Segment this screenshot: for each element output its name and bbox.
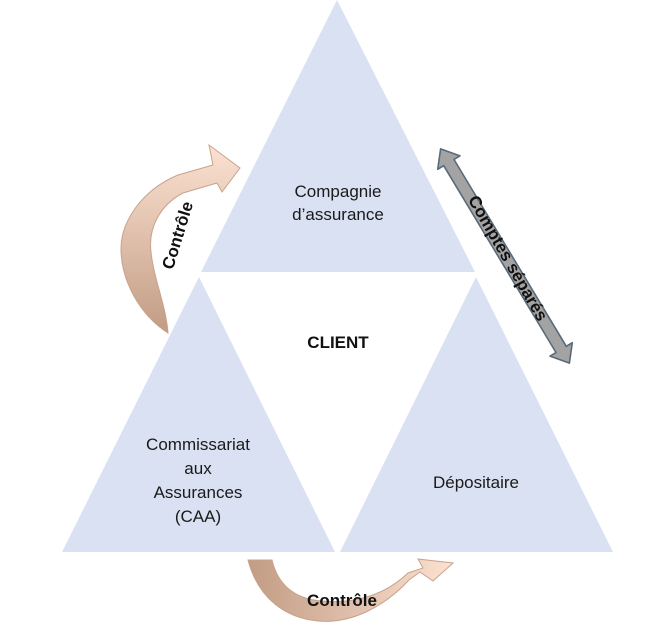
left-node: Commissariat aux Assurances (CAA) [146, 435, 250, 526]
left-node-line-1: Commissariat [146, 435, 250, 454]
separate-accounts-arrow [436, 148, 574, 364]
right-triangle [340, 277, 613, 552]
top-node-line-1: Compagnie [295, 182, 382, 201]
center-label: CLIENT [307, 333, 369, 352]
top-node: Compagnie d’assurance [292, 182, 384, 224]
left-control-label: Contrôle [158, 199, 197, 271]
bottom-control-label: Contrôle [307, 591, 377, 610]
left-node-line-2: aux [184, 459, 212, 478]
left-control-arrow [120, 143, 241, 334]
left-node-line-4: (CAA) [175, 507, 221, 526]
top-node-line-2: d’assurance [292, 205, 384, 224]
left-node-line-3: Assurances [154, 483, 243, 502]
bottom-control-arrow [247, 558, 455, 622]
right-node-label: Dépositaire [433, 473, 519, 492]
top-triangle [201, 0, 475, 272]
left-triangle [62, 277, 335, 552]
